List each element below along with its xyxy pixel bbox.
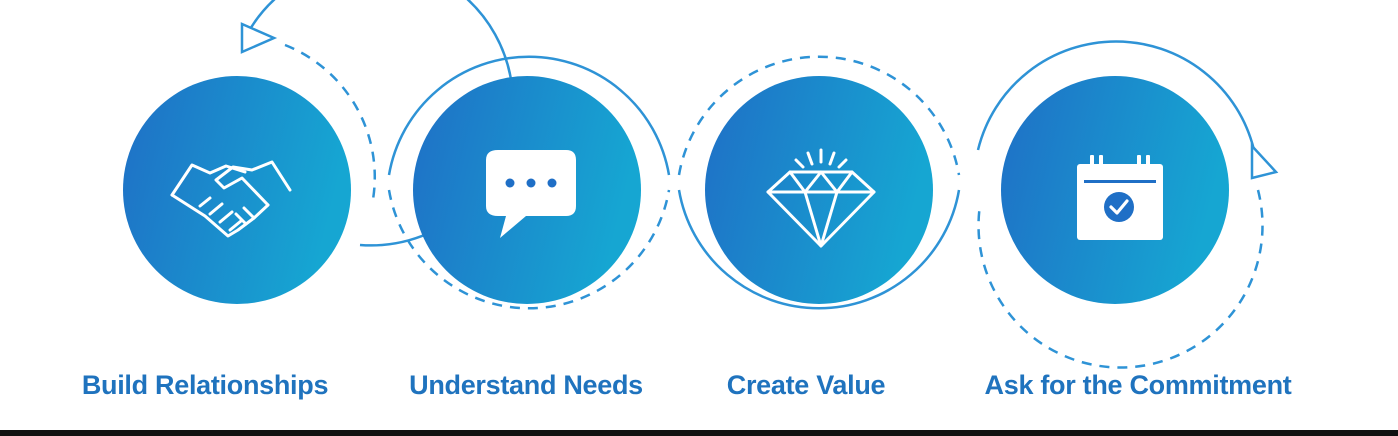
step-label-build-relationships: Build Relationships (81, 370, 329, 400)
ring-ask-commitment (976, 40, 1279, 369)
step-label-understand-needs: Understand Needs (409, 370, 643, 400)
step-label-ask-commitment: Ask for the Commitment (984, 370, 1292, 400)
disc-create-value (705, 76, 933, 304)
ring-create-value (677, 55, 961, 310)
chat-bubble-icon (486, 150, 576, 238)
disc-build-relationships (123, 76, 351, 304)
bottom-border (0, 430, 1398, 436)
step-label-create-value: Create Value (726, 370, 886, 400)
arrow-head-icon (240, 22, 278, 54)
calendar-check-icon (1077, 155, 1163, 240)
ring-understand-needs (387, 55, 671, 310)
arrow-head-icon (1250, 142, 1279, 180)
handshake-icon (170, 160, 292, 238)
diamond-icon (766, 148, 876, 248)
